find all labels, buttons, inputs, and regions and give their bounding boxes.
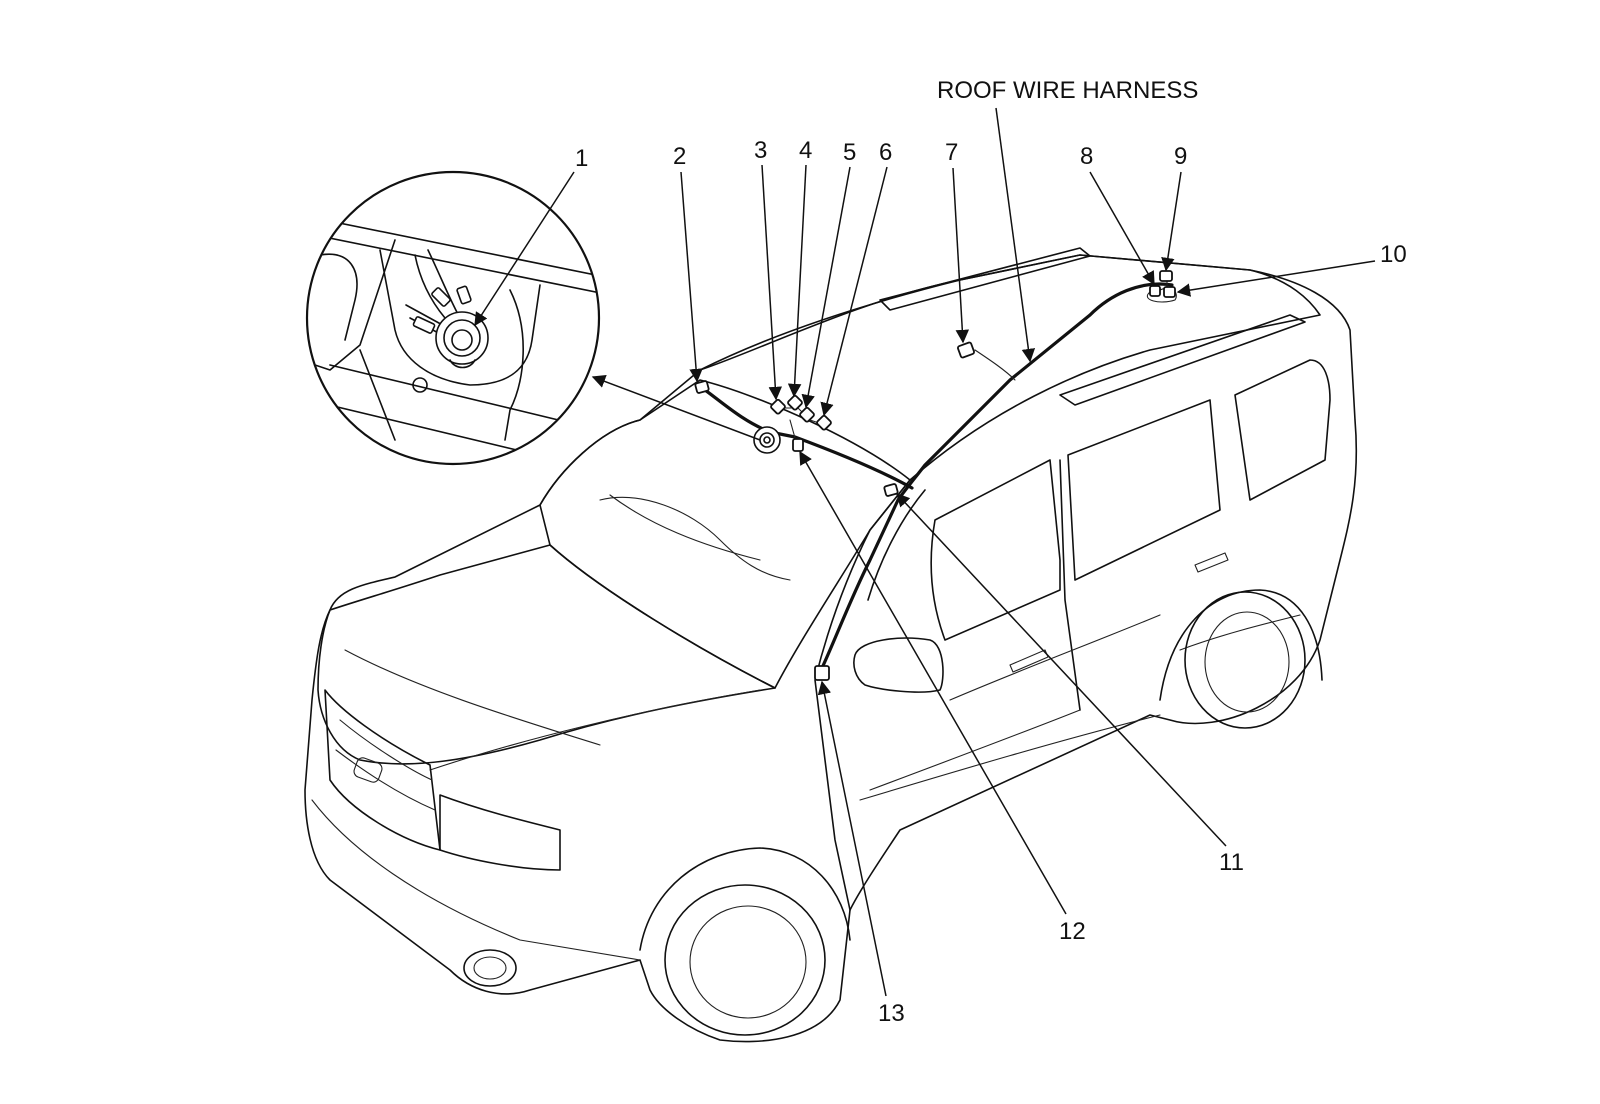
callout-3: 3 bbox=[754, 137, 767, 164]
callout-6: 6 bbox=[879, 139, 892, 166]
callout-numbers: 1 2 3 4 5 6 7 8 9 10 11 12 13 bbox=[575, 137, 1407, 1027]
callout-9: 9 bbox=[1174, 143, 1187, 170]
callout-1: 1 bbox=[575, 145, 588, 172]
connector-3 bbox=[770, 398, 786, 415]
connector-2 bbox=[694, 380, 710, 394]
callout-12: 12 bbox=[1059, 918, 1086, 945]
detail-inset bbox=[305, 170, 601, 466]
callout-10: 10 bbox=[1380, 241, 1407, 268]
connector-6 bbox=[816, 414, 832, 431]
callout-2: 2 bbox=[673, 143, 686, 170]
vehicle-outline bbox=[304, 247, 1358, 1043]
callout-5: 5 bbox=[843, 139, 856, 166]
connector-12 bbox=[792, 438, 804, 452]
harness-connectors bbox=[694, 270, 1176, 681]
connector-4 bbox=[787, 394, 803, 411]
connector-7 bbox=[957, 341, 975, 359]
connector-9 bbox=[1159, 270, 1173, 282]
connector-10 bbox=[1163, 286, 1176, 298]
connector-13 bbox=[814, 665, 830, 681]
connector-11 bbox=[883, 483, 899, 497]
connector-8 bbox=[1149, 285, 1161, 297]
roof-antenna-base bbox=[753, 426, 781, 454]
callout-13: 13 bbox=[878, 1000, 905, 1027]
roof-wire-harness-label: ROOF WIRE HARNESS bbox=[937, 77, 1198, 104]
callout-4: 4 bbox=[799, 137, 812, 164]
callout-11: 11 bbox=[1219, 849, 1244, 876]
leader-lines bbox=[474, 107, 1376, 997]
callout-8: 8 bbox=[1080, 143, 1093, 170]
roof-wire-harness bbox=[696, 274, 1177, 670]
callout-7: 7 bbox=[945, 139, 958, 166]
connector-5 bbox=[799, 406, 815, 423]
